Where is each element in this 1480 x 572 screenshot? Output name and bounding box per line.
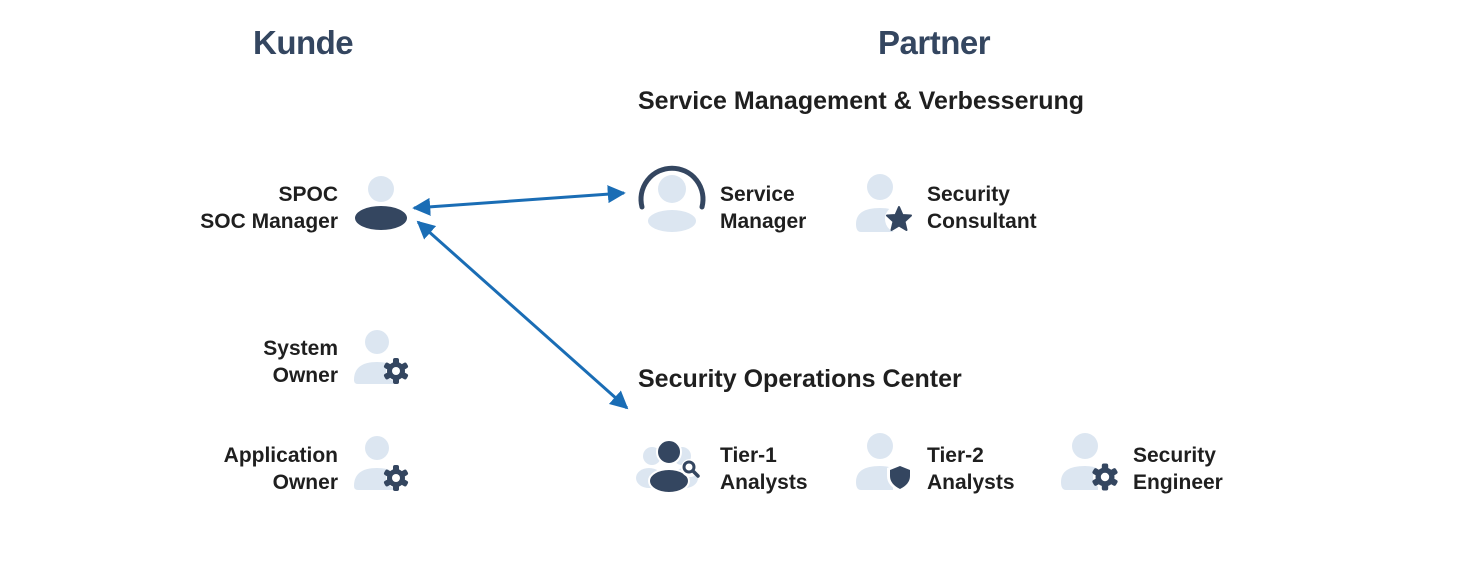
role-security-engineer-label: Security Engineer <box>1133 442 1223 496</box>
role-tier2-analysts-label: Tier-2 Analysts <box>927 442 1015 496</box>
role-tier2-analysts-line2: Analysts <box>927 471 1015 494</box>
role-spoc-line2: SOC Manager <box>200 210 338 233</box>
role-tier1-analysts-line1: Tier-1 <box>720 444 777 467</box>
person-headset-icon <box>638 165 706 232</box>
role-application-owner-label: Application Owner <box>224 442 338 496</box>
group-search-icon <box>636 439 700 494</box>
role-service-manager-line2: Manager <box>720 210 807 233</box>
role-security-consultant-line2: Consultant <box>927 210 1037 233</box>
person-shield-icon <box>856 433 913 492</box>
role-spoc-label: SPOC SOC Manager <box>200 181 338 235</box>
column-title-customer: Kunde <box>253 24 354 61</box>
section-title-soc: Security Operations Center <box>638 365 962 393</box>
role-system-owner-line2: Owner <box>272 364 338 387</box>
role-system-owner-line1: System <box>263 337 338 360</box>
role-security-engineer-line2: Engineer <box>1133 471 1223 494</box>
role-application-owner-line2: Owner <box>272 471 338 494</box>
role-service-manager-label: Service Manager <box>720 181 806 235</box>
role-security-consultant-label: Security Consultant <box>927 181 1037 235</box>
column-title-partner: Partner <box>878 24 991 61</box>
role-security-engineer-line1: Security <box>1133 444 1216 467</box>
person-star-icon <box>856 174 913 233</box>
role-tier1-analysts-line2: Analysts <box>720 471 808 494</box>
person-gear-icon <box>1061 433 1118 491</box>
arrow-spoc-service-manager <box>412 185 626 216</box>
role-tier1-analysts-label: Tier-1 Analysts <box>720 442 808 496</box>
person-gear-icon <box>354 436 409 491</box>
role-application-owner-line1: Application <box>223 444 338 467</box>
role-system-owner-label: System Owner <box>263 335 338 389</box>
role-service-manager-line1: Service <box>720 183 795 206</box>
arrow-spoc-soc <box>416 220 629 410</box>
section-title-service-management: Service Management & Verbesserung <box>638 87 1085 115</box>
person-gear-icon <box>354 330 409 384</box>
person-icon <box>355 176 407 230</box>
role-tier2-analysts-line1: Tier-2 <box>927 444 984 467</box>
role-spoc-line1: SPOC <box>278 183 338 206</box>
role-security-consultant-line1: Security <box>927 183 1010 206</box>
